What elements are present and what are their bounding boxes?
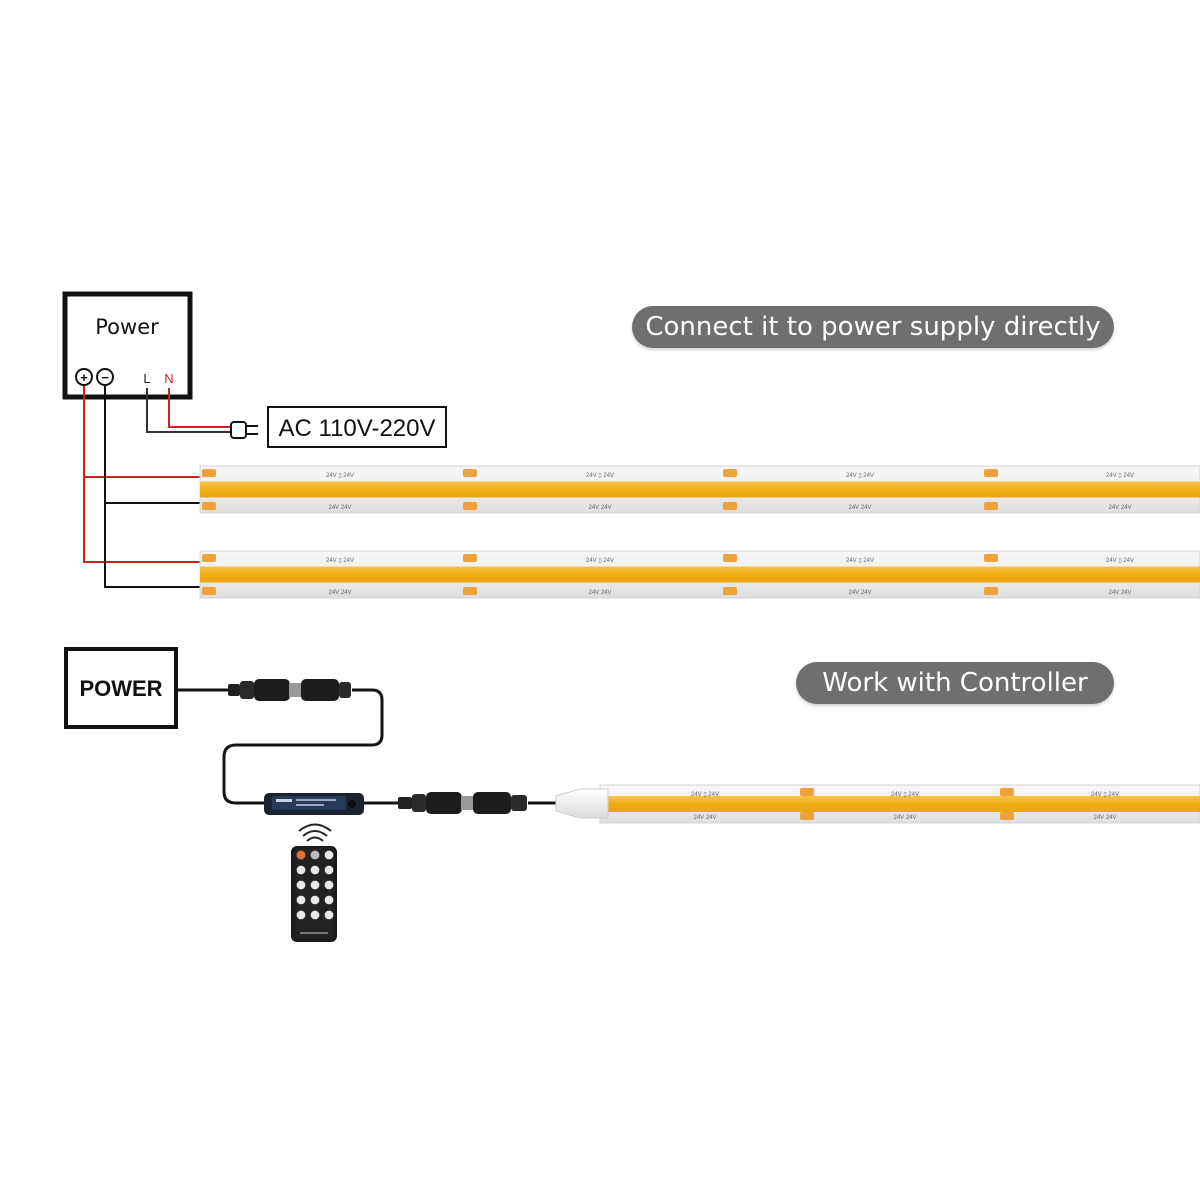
strip-marking-text: 24V 24V [893,815,916,821]
led-strip-2: 24V ▯ 24V 24V 24V 24V ▯ 24V 24V 24V 24V ▯ 24… [199,550,1200,599]
strip-marking-text: 24V ▯ 24V [586,558,614,564]
strip-end-cap [555,788,609,819]
callout-connect-directly: Connect it to power supply directly [632,306,1114,348]
minus-terminal-icon [96,368,114,386]
ac-input-wires [146,388,232,433]
solder-pad [202,469,216,477]
live-terminal-label: L [143,371,150,386]
solder-pad [984,469,998,477]
remote-button [296,850,306,860]
strip-marking-text: 24V ▯ 24V [1106,473,1134,479]
power-supply-box-top: Power + − L N [62,291,193,400]
solder-pad [723,469,737,477]
dc-wires-top [83,386,204,588]
solder-pad [1000,788,1014,796]
remote-button [310,895,320,905]
strip-marking-text: 24V 24V [328,505,351,511]
solder-pad [1000,812,1014,820]
controller-cabling [176,688,556,805]
power-label: Power [95,315,159,339]
solder-pad [723,554,737,562]
strip-marking-text: 24V ▯ 24V [326,473,354,479]
ac-plug-icon [230,421,258,439]
remote-button [310,880,320,890]
solder-pad [463,554,477,562]
solder-pad [984,554,998,562]
solder-pad [723,587,737,595]
led-dimmer-controller [264,793,364,815]
strip-marking-text: 24V 24V [848,590,871,596]
solder-pad [202,502,216,510]
ir-remote-control [291,846,337,942]
remote-button [310,865,320,875]
plus-terminal-label: + [80,370,88,385]
remote-button [324,865,334,875]
plus-terminal-icon [75,368,93,386]
solder-pad [984,587,998,595]
strip-marking-text: 24V 24V [848,505,871,511]
solder-pad [202,587,216,595]
strip-marking-text: 24V 24V [588,590,611,596]
dc-connector-pair-power [228,679,351,701]
remote-button [296,910,306,920]
neutral-terminal-label: N [164,371,173,386]
strip-marking-text: 24V 24V [693,815,716,821]
led-strip-controller: 24V ▯ 24V 24V 24V 24V ▯ 24V 24V 24V 24V ▯ 24… [555,784,1200,824]
ac-voltage-label: AC 110V-220V [279,415,436,442]
solder-pad [984,502,998,510]
remote-button [310,850,320,860]
strip-marking-text: 24V ▯ 24V [691,792,719,798]
remote-button [310,910,320,920]
remote-button [324,910,334,920]
solder-pad [463,469,477,477]
strip-marking-text: 24V ▯ 24V [1091,792,1119,798]
led-strip-1: 24V ▯ 24V 24V 24V 24V ▯ 24V 24V 24V 24V ▯ 24… [199,465,1200,514]
strip-marking-text: 24V 24V [588,505,611,511]
remote-button [296,865,306,875]
remote-button [296,895,306,905]
power-supply-box-bottom: POWER [64,647,178,729]
remote-button [296,880,306,890]
solder-pad [463,502,477,510]
strip-marking-text: 24V ▯ 24V [586,473,614,479]
cob-led-band [200,566,1200,583]
solder-pad [800,788,814,796]
strip-marking-text: 24V ▯ 24V [846,558,874,564]
strip-marking-text: 24V 24V [1108,590,1131,596]
solder-pad [723,502,737,510]
cob-led-band [600,796,1200,812]
ac-voltage-box: AC 110V-220V [267,406,447,448]
strip-marking-text: 24V ▯ 24V [891,792,919,798]
remote-button [324,880,334,890]
remote-signal-icon [298,823,332,842]
dc-connector-pair-strip [398,792,527,814]
strip-marking-text: 24V ▯ 24V [1106,558,1134,564]
power-label-bold: POWER [79,676,162,701]
solder-pad [463,587,477,595]
remote-button [324,895,334,905]
cob-led-band [200,481,1200,498]
solder-pad [800,812,814,820]
minus-terminal-label: − [101,370,109,385]
strip-marking-text: 24V ▯ 24V [846,473,874,479]
callout-work-with-controller: Work with Controller [796,662,1114,704]
remote-button [324,850,334,860]
strip-marking-text: 24V 24V [1108,505,1131,511]
strip-marking-text: 24V 24V [1093,815,1116,821]
strip-marking-text: 24V 24V [328,590,351,596]
strip-marking-text: 24V ▯ 24V [326,558,354,564]
solder-pad [202,554,216,562]
